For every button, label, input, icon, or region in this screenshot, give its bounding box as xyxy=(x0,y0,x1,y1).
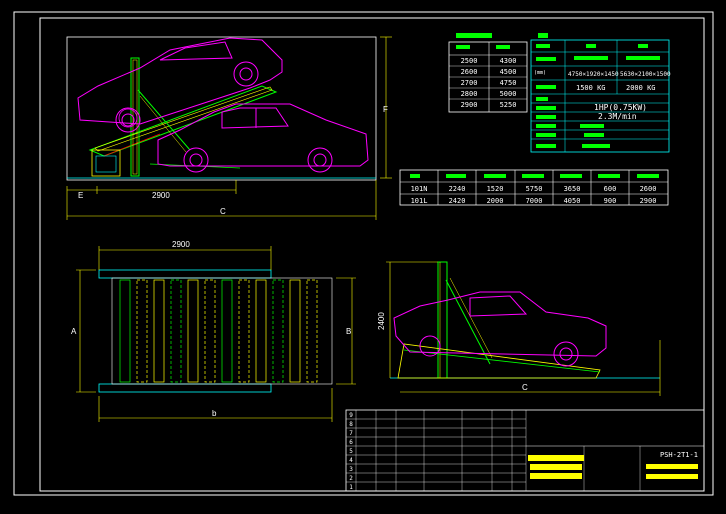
model-cell: 7000 xyxy=(526,197,543,205)
plan-slat xyxy=(238,279,250,383)
plan-slat xyxy=(170,279,182,383)
dim-front-c: C xyxy=(220,207,226,216)
model-cell: 5750 xyxy=(526,185,543,193)
spec-power: 1HP(0.75KW) xyxy=(594,103,647,112)
model-cell: 600 xyxy=(604,185,617,193)
model-cell: 4050 xyxy=(564,197,581,205)
model-cell: 900 xyxy=(604,197,617,205)
tilted-platform xyxy=(88,85,278,157)
dim-plan-d: b xyxy=(212,409,217,418)
title-block-row-number: 6 xyxy=(349,439,353,446)
lower-car xyxy=(157,103,369,173)
plan-slat xyxy=(272,279,284,383)
plan-slat xyxy=(221,279,233,383)
spec-table: (mm) 4750×1920×1450 5630×2100×1500 1500 … xyxy=(530,33,671,153)
dim-plan-a: A xyxy=(71,327,77,336)
title-block-row-number: 3 xyxy=(349,466,353,473)
model-table: 101N 2240 1520 5750 3650 600 2600 101L 2420 2000 7… xyxy=(399,169,669,206)
spec-speed: 2.3M/min xyxy=(598,112,637,121)
spec-size-a: 4750×1920×1450 xyxy=(568,71,619,78)
dim-front-e: E xyxy=(78,191,83,200)
dim-front-2900: 2900 xyxy=(152,191,170,200)
model-cell: 2420 xyxy=(449,197,466,205)
front-view-frame xyxy=(66,36,377,181)
length-cell: 4750 xyxy=(500,79,517,87)
title-block-row-number: 4 xyxy=(349,457,353,464)
length-cell: 5250 xyxy=(500,101,517,109)
model-cell: 1520 xyxy=(487,185,504,193)
length-cell: 4300 xyxy=(500,57,517,65)
dim-front-f: F xyxy=(383,105,388,114)
front-dimensions xyxy=(66,36,392,220)
title-block-row-number: 2 xyxy=(349,475,353,482)
spec-size-b: 5630×2100×1500 xyxy=(620,71,671,78)
plan-view: 2900 A B b xyxy=(71,240,356,422)
title-block-row-number: 8 xyxy=(349,421,353,428)
title-block-row-number: 5 xyxy=(349,448,353,455)
title-block: PSH-2T1-1 9 8 7 6 5 4 3 2 1 xyxy=(345,409,705,492)
plan-slat xyxy=(255,279,267,383)
spec-weight-a: 1500 KG xyxy=(576,84,606,92)
model-cell: 2900 xyxy=(640,197,657,205)
length-cell: 5000 xyxy=(500,90,517,98)
length-cell: 2500 xyxy=(461,57,478,65)
plan-slat xyxy=(204,279,216,383)
length-table: 2500 4300 2600 4500 2700 4750 2800 5000 2900 5250 xyxy=(448,33,528,113)
title-block-row-number: 7 xyxy=(349,430,353,437)
dim-side-c: C xyxy=(522,383,528,392)
plan-slat xyxy=(136,279,148,383)
drawing-frame-outer xyxy=(13,11,714,496)
plan-slat xyxy=(187,279,199,383)
side-view: 2400 C xyxy=(377,261,661,396)
plan-slat xyxy=(119,279,131,383)
model-cell: 101L xyxy=(411,197,428,205)
length-cell: 2800 xyxy=(461,90,478,98)
title-block-row-number: 9 xyxy=(349,412,353,419)
title-block-drawing-number: PSH-2T1-1 xyxy=(660,451,698,459)
model-cell: 2240 xyxy=(449,185,466,193)
spec-weight-b: 2000 KG xyxy=(626,84,656,92)
length-table-title-bar xyxy=(456,33,492,38)
plan-slat xyxy=(153,279,165,383)
dim-plan-b: B xyxy=(346,327,351,336)
plan-slat xyxy=(306,279,318,383)
model-cell: 2000 xyxy=(487,197,504,205)
front-elevation-view: 2900 E C F xyxy=(66,36,392,220)
model-cell: 2600 xyxy=(640,185,657,193)
dim-plan-2900: 2900 xyxy=(172,240,190,249)
length-cell: 2900 xyxy=(461,101,478,109)
model-cell: 101N xyxy=(411,185,428,193)
model-cell: 3650 xyxy=(564,185,581,193)
length-cell: 2600 xyxy=(461,68,478,76)
upper-car xyxy=(77,37,283,133)
dim-side-2400: 2400 xyxy=(377,312,386,330)
length-cell: 4500 xyxy=(500,68,517,76)
spec-table-title-bar xyxy=(538,33,548,38)
svg-text:(mm): (mm) xyxy=(534,70,546,76)
plan-slat xyxy=(289,279,301,383)
length-cell: 2700 xyxy=(461,79,478,87)
title-block-row-number: 1 xyxy=(349,484,353,491)
